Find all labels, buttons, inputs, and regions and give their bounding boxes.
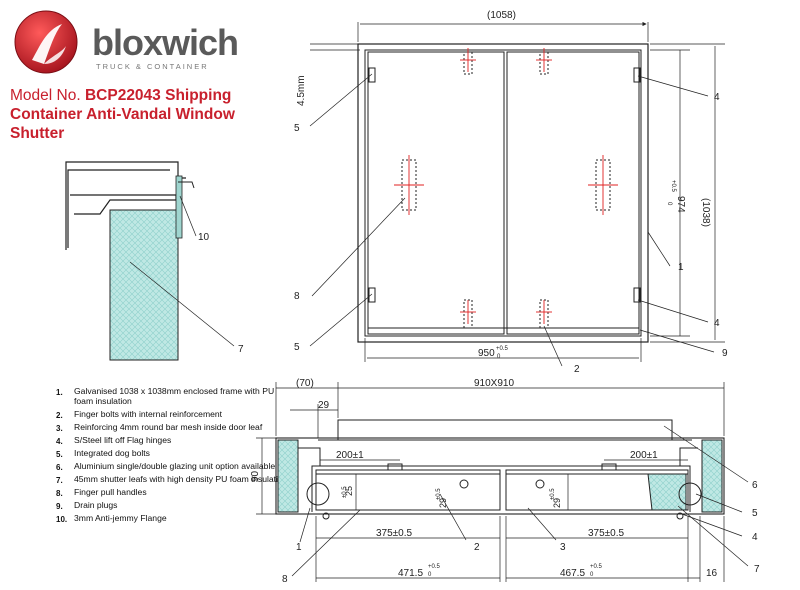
width-dimension: (1058) [487, 10, 516, 21]
left-overhang-dimension: (70) [296, 378, 314, 389]
section-detail [65, 161, 235, 361]
bolt-offset-tolerance: ±0.5 [550, 488, 556, 500]
model-prefix: Model No. [10, 87, 81, 104]
plan-view-labels: 910X910 (70) 29 90 200±1 200±1 25 ±0.5 2… [250, 378, 760, 585]
legend-item: 8.Finger pull handles [56, 487, 147, 498]
legend-item: 2.Finger bolts with internal reinforceme… [56, 409, 223, 420]
component-legend: 1.Galvanised 1038 x 1038mm enclosed fram… [56, 386, 295, 526]
legend-item: 3.Reinforcing 4mm round bar mesh inside … [56, 422, 263, 433]
legend-item: 9.Drain plugs [56, 500, 118, 511]
callout-2: 2 [574, 364, 580, 375]
legend-item: 1.Galvanised 1038 x 1038mm enclosed fram… [56, 386, 275, 406]
bolt-offset-dimension: 25 [344, 486, 354, 496]
leaf-overall-tolerance: +0.5 [590, 564, 603, 570]
plan-view [256, 382, 749, 582]
callout-8: 8 [294, 291, 300, 302]
callout-2: 2 [474, 542, 480, 553]
flange-offset-dimension: 16 [706, 568, 718, 579]
callout-10: 10 [198, 232, 210, 243]
leaf-overall-tolerance: +0.5 [428, 564, 441, 570]
inner-height-dimension: 974 [675, 196, 686, 213]
legend-item: 5.Integrated dog bolts [56, 448, 150, 459]
legend-item: 4.S/Steel lift off Flag hinges [56, 435, 172, 446]
lid-offset-dimension: 29 [318, 400, 330, 411]
legend-item: 7.45mm shutter leafs with high density P… [56, 474, 288, 485]
inner-width-dimension: 950 [478, 348, 495, 359]
callout-7: 7 [754, 564, 760, 575]
front-elevation [309, 21, 725, 367]
inner-width-tolerance-sub: 0 [497, 354, 501, 360]
brand-tagline: TRUCK & CONTAINER [96, 62, 209, 71]
brand-name: bloxwich [92, 22, 239, 63]
model-title: Model No. BCP22043 Shipping Container An… [10, 86, 275, 143]
height-dimension: (1038) [700, 198, 711, 227]
bolt-offset-tolerance: ±0.5 [436, 488, 442, 500]
callout-4: 4 [714, 92, 720, 103]
legend-item: 10.3mm Anti-jemmy Flange [56, 513, 167, 524]
leaf-overall-dimension: 467.5 [560, 568, 585, 579]
front-elevation-labels: (1058) (1038) 974 +0.5 0 4.5mm 950 +0.5 … [294, 10, 728, 375]
bolt-offset-dimension: 29 [438, 498, 448, 508]
callout-7: 7 [238, 344, 244, 355]
callout-5: 5 [294, 342, 300, 353]
callout-9: 9 [722, 348, 728, 359]
inner-width-tolerance: +0.5 [496, 346, 509, 352]
inner-height-tolerance: +0.5 [670, 180, 676, 193]
leaf-width-dimension: 375±0.5 [588, 528, 625, 539]
bloxwich-logo-emblem-icon [14, 10, 78, 74]
callout-4: 4 [714, 318, 720, 329]
callout-6: 6 [752, 480, 758, 491]
handle-offset-dimension: 200±1 [336, 450, 364, 461]
callout-4: 4 [752, 532, 758, 543]
flange-dimension: 4.5mm [296, 75, 307, 106]
overall-width-dimension: 910X910 [474, 378, 514, 389]
callout-5: 5 [752, 508, 758, 519]
callout-3: 3 [560, 542, 566, 553]
leaf-overall-dimension: 471.5 [398, 568, 423, 579]
leaf-width-dimension: 375±0.5 [376, 528, 413, 539]
bolt-offset-tolerance: ±0.5 [342, 486, 348, 498]
bolt-offset-dimension: 29 [552, 498, 562, 508]
inner-height-tolerance-sub: 0 [666, 202, 672, 206]
logo: bloxwich TRUCK & CONTAINER [10, 8, 270, 78]
legend-item: 6.Aluminium single/double glazing unit o… [56, 461, 276, 472]
callout-1: 1 [296, 542, 302, 553]
leaf-overall-tolerance-sub: 0 [428, 572, 432, 578]
depth-dimension: 90 [250, 470, 261, 482]
leaf-overall-tolerance-sub: 0 [590, 572, 594, 578]
callout-5: 5 [294, 123, 300, 134]
model-text: BCP22043 Shipping Container Anti-Vandal … [10, 87, 235, 142]
handle-offset-dimension: 200±1 [630, 450, 658, 461]
callout-8: 8 [282, 574, 288, 585]
callout-1: 1 [678, 262, 684, 273]
